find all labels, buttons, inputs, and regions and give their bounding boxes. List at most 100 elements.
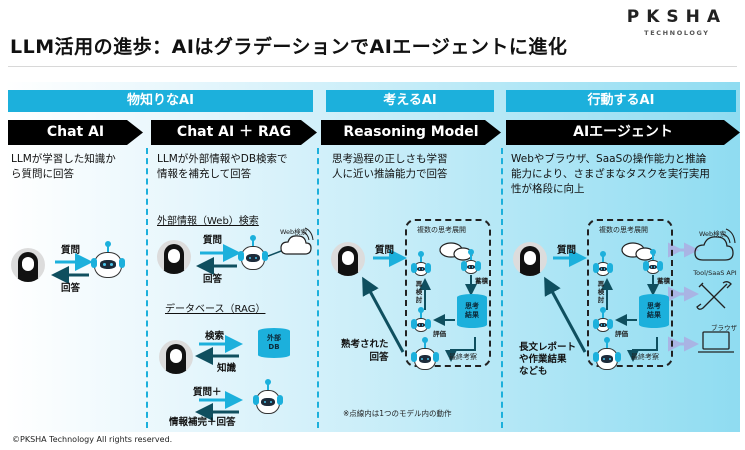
- reconsider-label: 再検討: [597, 280, 605, 304]
- answer-label: 回答: [61, 283, 81, 294]
- web-search-label: Web検索: [280, 228, 308, 236]
- stage-chat-ai-rag: Chat AI ＋ RAG: [151, 120, 317, 145]
- separator-1: [146, 148, 148, 428]
- user-avatar: [159, 340, 193, 374]
- question-label: 質問: [61, 245, 81, 256]
- answer-label: 回答: [203, 274, 223, 285]
- robot-icon: [91, 241, 125, 278]
- answer-line: 熟考された: [341, 339, 389, 350]
- stage-ai-agent: AIエージェント: [506, 120, 740, 145]
- band-knowledgeable-ai: 物知りなAI: [8, 90, 313, 112]
- tool-label-web: Web検索: [699, 230, 727, 238]
- description-ai-agent: Webやブラウザ、SaaSの操作能力と推論 能力により、さまざまなタスクを実行実…: [511, 152, 710, 197]
- user-avatar: [157, 240, 191, 274]
- cloud-icon: [694, 228, 736, 261]
- loop-final-arrow: [445, 337, 476, 362]
- reasoning-answer-arrow: [362, 276, 405, 353]
- agent-loop-final-arrow: [627, 337, 658, 362]
- question-plus-label: 質問＋: [193, 387, 222, 398]
- reconsider-label: 再検討: [415, 280, 423, 304]
- description-line: 人に近い推論能力で回答: [332, 168, 448, 180]
- agent-loop-box: [587, 219, 673, 367]
- result-label: 思考: [647, 302, 661, 310]
- web-search-heading: 外部情報（Web）検索: [157, 216, 259, 227]
- thought-result-icon: 思考 結果: [457, 294, 487, 328]
- separator-2: [317, 148, 319, 428]
- band-thinking-ai: 考えるAI: [326, 90, 494, 112]
- robot-icon: [593, 251, 613, 276]
- description-line: LLMが外部情報やDB検索で: [157, 153, 288, 165]
- reasoning-loop-box: [405, 219, 491, 367]
- user-avatar: [513, 242, 547, 276]
- pksha-logo: PKSHA TECHNOLOGY: [627, 7, 727, 37]
- laptop-icon: [698, 331, 734, 353]
- tool-label-saas: Tool/SaaS API: [693, 269, 737, 277]
- description-reasoning: 思考過程の正しさも学習 人に近い推論能力で回答: [332, 152, 448, 182]
- store-label: 蓄積: [657, 277, 670, 285]
- agent-answer-arrow: [544, 276, 587, 353]
- user-avatar: [11, 248, 45, 282]
- tool-label-browser: ブラウザ: [711, 324, 737, 332]
- robot-icon: [593, 337, 621, 370]
- robot-icon: [643, 249, 663, 274]
- cloud-icon: [280, 227, 314, 255]
- tools-icon: [696, 281, 732, 310]
- answer-line: や作業結果: [519, 354, 567, 365]
- separator-3: [501, 148, 503, 428]
- agent-answer-label: 長文レポート や作業結果 なども: [519, 342, 576, 378]
- store-label: 蓄積: [475, 277, 488, 285]
- speech-bubbles-icon: [439, 242, 473, 261]
- considered-answer-label: 熟考された 回答: [341, 338, 389, 364]
- robot-icon: [461, 249, 481, 274]
- description-line: LLMが学習した知識か: [11, 153, 116, 165]
- logo-main: PKSHA: [626, 7, 727, 27]
- stage-chat-ai: Chat AI: [8, 120, 143, 145]
- loop-heading: 複数の思考展開: [417, 226, 466, 234]
- answer-line: なども: [519, 366, 548, 377]
- result-label: 結果: [465, 311, 479, 319]
- robot-icon: [238, 235, 268, 270]
- database-heading: データベース（RAG）: [165, 304, 266, 315]
- speech-bubbles-icon: [621, 242, 655, 261]
- logo-sub: TECHNOLOGY: [644, 29, 710, 37]
- stage-reasoning-model: Reasoning Model: [321, 120, 501, 145]
- info-answer-label: 情報補完＋回答: [169, 417, 236, 428]
- question-label: 質問: [203, 235, 223, 246]
- question-label: 質問: [557, 245, 577, 256]
- description-line: ら質問に回答: [11, 168, 74, 180]
- description-line: Webやブラウザ、SaaSの操作能力と推論: [511, 153, 707, 165]
- robot-icon: [593, 307, 613, 332]
- final-consideration-label: 最終考察: [631, 353, 659, 361]
- evaluate-label: 評価: [615, 330, 628, 338]
- loop-heading: 複数の思考展開: [599, 226, 648, 234]
- search-label: 検索: [205, 331, 225, 342]
- evaluate-label: 評価: [433, 330, 446, 338]
- user-avatar: [331, 242, 365, 276]
- description-line: 能力により、さまざまなタスクを実行実用: [511, 168, 710, 180]
- description-chat-ai-rag: LLMが外部情報やDB検索で 情報を補充して回答: [157, 152, 288, 182]
- result-label: 思考: [465, 302, 479, 310]
- arrows-overlay: [51, 227, 736, 421]
- band-acting-ai: 行動するAI: [506, 90, 736, 112]
- description-line: 思考過程の正しさも学習: [332, 153, 448, 165]
- thought-result-icon: 思考 結果: [639, 294, 669, 328]
- db-label: 外部: [267, 334, 281, 342]
- answer-line: 長文レポート: [519, 342, 577, 353]
- final-consideration-label: 最終考察: [449, 353, 477, 361]
- copyright: ©PKSHA Technology All rights reserved.: [12, 435, 173, 444]
- db-label: DB: [268, 343, 280, 351]
- question-label: 質問: [375, 245, 395, 256]
- page-title: LLM活用の進歩：AIはグラデーションでAIエージェントに進化: [10, 36, 568, 58]
- external-db-icon: 外部 DB: [258, 328, 290, 358]
- knowledge-label: 知識: [217, 363, 237, 374]
- robot-icon: [411, 307, 431, 332]
- description-line: 性が格段に向上: [511, 183, 585, 195]
- description-line: 情報を補充して回答: [157, 168, 252, 180]
- description-chat-ai: LLMが学習した知識か ら質問に回答: [11, 152, 116, 182]
- robot-icon: [253, 379, 283, 414]
- title-divider: [8, 66, 737, 67]
- loop-note: ※点線内は1つのモデル内の動作: [343, 409, 452, 418]
- result-label: 結果: [647, 311, 661, 319]
- answer-line: 回答: [369, 352, 389, 363]
- robot-icon: [411, 251, 431, 276]
